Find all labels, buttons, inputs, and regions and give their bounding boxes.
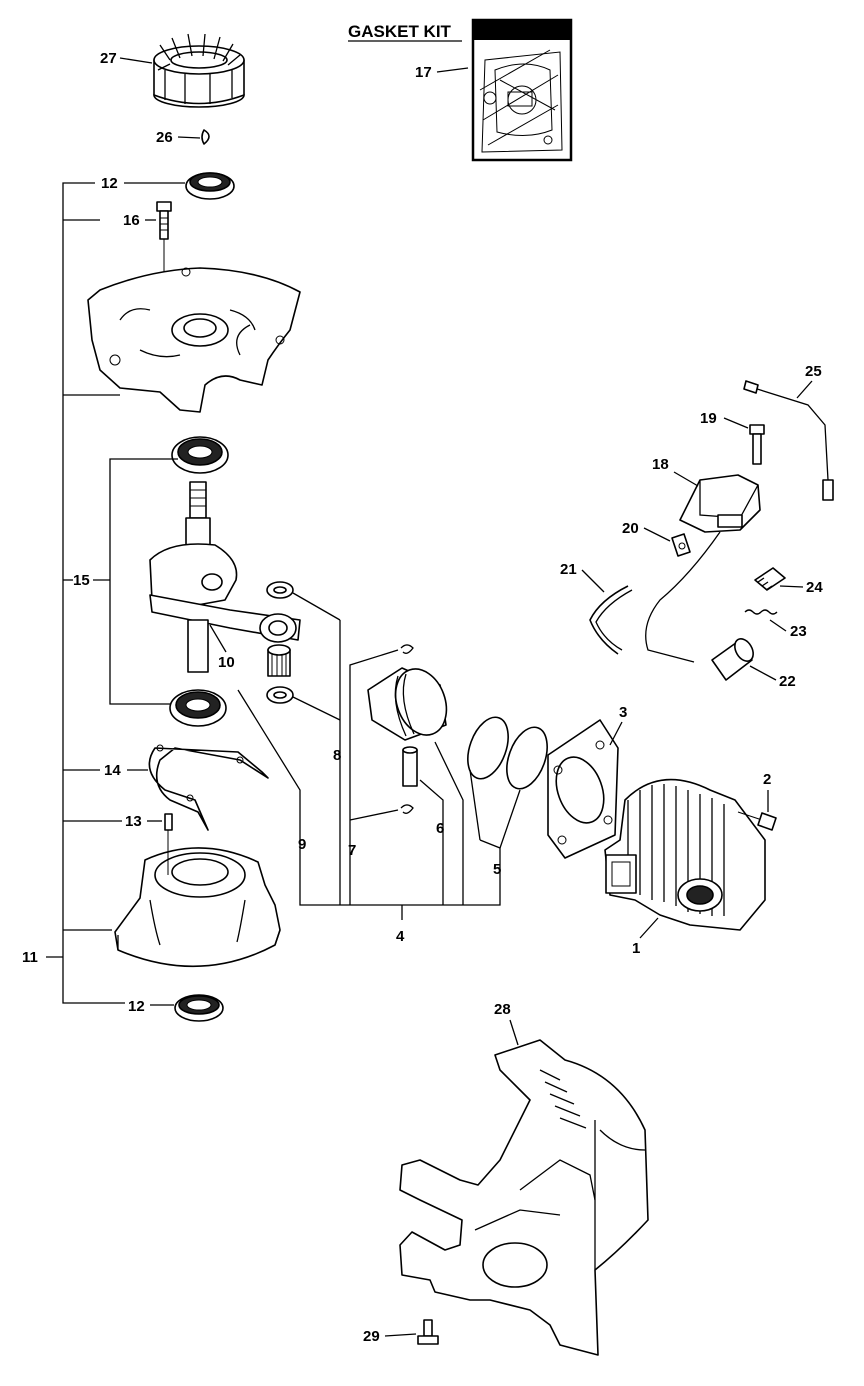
callout-7: 7: [348, 842, 356, 859]
gasket-kit-box: [471, 18, 573, 162]
callout-18: 18: [652, 456, 669, 473]
part-27-flywheel: [153, 33, 245, 108]
part-12-oil-seal-top: [185, 172, 235, 200]
part-7-circlip-bottom: [400, 804, 414, 814]
part-8-thrust-washers: [266, 581, 294, 704]
callout-9: 9: [298, 836, 306, 853]
part-3-cylinder-gasket: [547, 719, 619, 859]
part-20-ground-clip: [671, 533, 691, 557]
part-15-bearing-top: [171, 436, 229, 474]
leader-18: [673, 471, 699, 487]
callout-20: 20: [622, 520, 639, 537]
callout-4: 4: [396, 928, 405, 945]
leader-25: [796, 380, 813, 399]
bracket-11: [46, 182, 125, 1004]
callout-12-bottom: 12: [128, 998, 145, 1015]
part-18-ignition-module: [645, 474, 761, 663]
callout-15: 15: [73, 572, 90, 589]
callout-5: 5: [493, 861, 501, 878]
callout-16: 16: [123, 212, 140, 229]
part-28-cylinder-shroud: [399, 1039, 649, 1356]
callout-12-top: 12: [101, 175, 118, 192]
callout-21: 21: [560, 561, 577, 578]
callout-22: 22: [779, 673, 796, 690]
part-19-screw: [749, 424, 765, 465]
gasket-kit-box-header: [473, 20, 571, 40]
part-21-wire: [589, 585, 633, 655]
part-5-piston-rings: [467, 716, 548, 790]
part-crankcase-lower: [114, 847, 281, 968]
part-2-spark-plug: [737, 811, 777, 831]
part-13-dowel-pin: [164, 813, 173, 875]
part-24-spark-plug-boot-spring: [754, 567, 786, 591]
leader-24: [779, 585, 804, 588]
part-crankcase-upper: [87, 267, 301, 413]
callout-14: 14: [104, 762, 121, 779]
callout-28: 28: [494, 1001, 511, 1018]
part-12-oil-seal-bottom: [174, 994, 224, 1022]
part-14-crankcase-gasket: [148, 744, 269, 831]
bracket-4: [237, 592, 521, 920]
leader-23: [769, 619, 787, 632]
part-29-shroud-screw: [417, 1319, 439, 1345]
leader-22: [749, 665, 777, 681]
part-25-ignition-lead: [743, 380, 834, 501]
leader-1: [639, 917, 659, 939]
callout-26: 26: [156, 129, 173, 146]
callout-13: 13: [125, 813, 142, 830]
part-piston: [367, 667, 448, 741]
callout-8: 8: [333, 747, 341, 764]
callout-17: 17: [415, 64, 432, 81]
leader-29: [384, 1333, 417, 1337]
leader-17: [436, 67, 469, 73]
leader-20: [643, 527, 671, 542]
gasket-kit: GASKET KIT 17: [348, 18, 573, 162]
part-9-needle-bearing: [267, 644, 291, 677]
part-7-circlip-top: [400, 644, 414, 654]
leader-10: [209, 624, 227, 653]
callout-27: 27: [100, 50, 117, 67]
callout-1: 1: [632, 940, 640, 957]
callout-2: 2: [763, 771, 771, 788]
callout-3: 3: [619, 704, 627, 721]
callout-25: 25: [805, 363, 822, 380]
leader-3: [609, 721, 623, 746]
part-6-piston-pin: [402, 746, 418, 787]
part-26-key: [201, 129, 210, 145]
callout-19: 19: [700, 410, 717, 427]
callout-23: 23: [790, 623, 807, 640]
bracket-15: [109, 458, 178, 705]
leader-21: [581, 569, 605, 593]
part-15-bearing-bottom: [169, 689, 227, 727]
gasket-kit-gaskets-illustration: [479, 49, 563, 153]
leader-26: [177, 136, 201, 139]
part-10-crankshaft: [149, 481, 301, 673]
callout-29: 29: [363, 1328, 380, 1345]
part-22-spark-plug-boot: [711, 638, 754, 681]
leader-28: [509, 1019, 519, 1046]
callout-6: 6: [436, 820, 444, 837]
callout-24: 24: [806, 579, 823, 596]
callout-10: 10: [218, 654, 235, 671]
gasket-kit-title: GASKET KIT: [348, 22, 452, 41]
part-1-cylinder: [604, 778, 766, 931]
leader-27: [119, 57, 153, 64]
callout-11: 11: [22, 949, 38, 966]
part-23-spring: [744, 609, 778, 615]
leader-19: [723, 417, 749, 429]
